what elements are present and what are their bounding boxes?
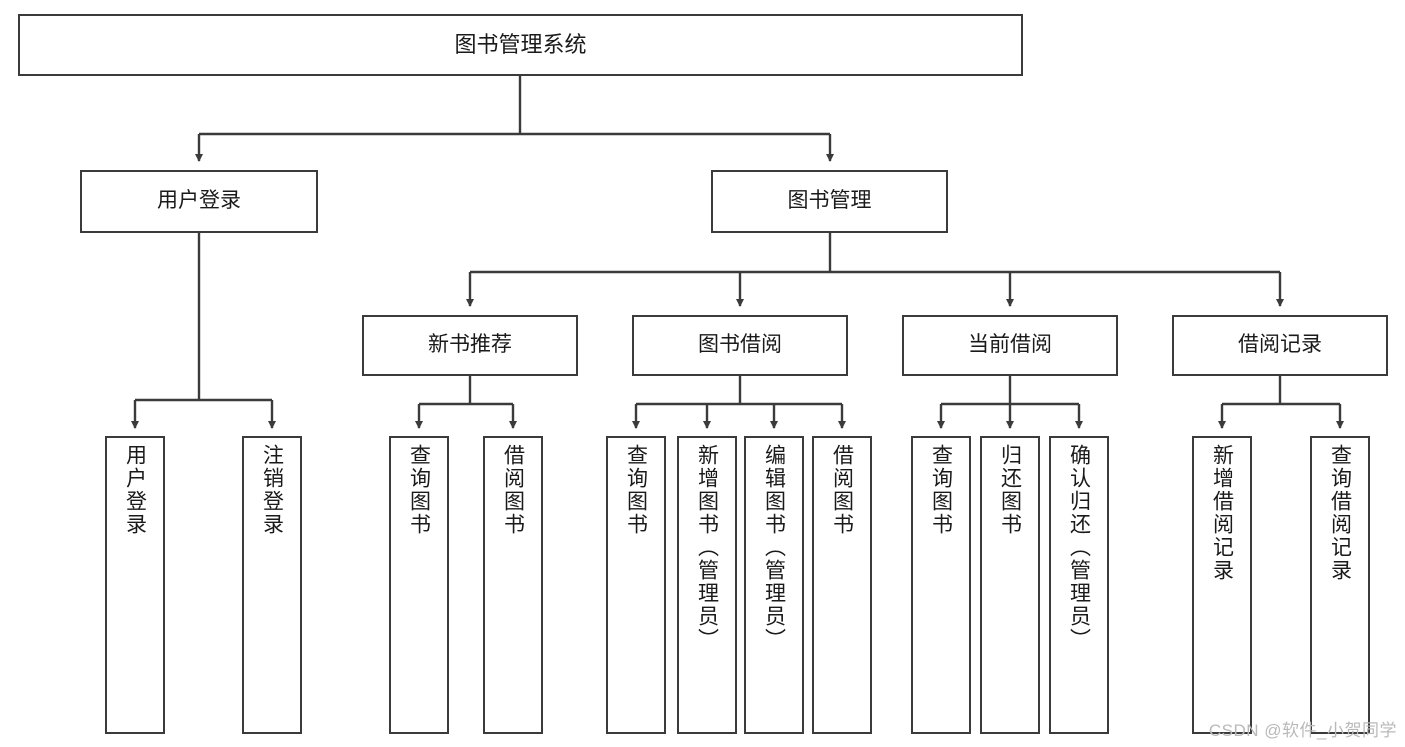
node-category-borrow-records[interactable]: 借阅记录 — [1172, 315, 1388, 376]
node-label: 用户登录 — [123, 444, 147, 536]
node-label: 确认归还（管理员） — [1067, 444, 1091, 651]
node-label: 归还图书 — [998, 444, 1022, 536]
node-branch-book-management[interactable]: 图书管理 — [711, 170, 948, 233]
node-label: 查询借阅记录 — [1328, 444, 1352, 582]
node-label: 借阅图书 — [830, 444, 854, 536]
node-label: 新增借阅记录 — [1210, 444, 1234, 582]
node-leaf-add-borrow-record[interactable]: 新增借阅记录 — [1192, 436, 1252, 734]
node-leaf-query-books-current[interactable]: 查询图书 — [911, 436, 971, 734]
node-leaf-confirm-return-admin[interactable]: 确认归还（管理员） — [1049, 436, 1109, 734]
node-label: 借阅记录 — [1238, 333, 1322, 357]
node-label: 当前借阅 — [968, 333, 1052, 357]
node-leaf-return-books[interactable]: 归还图书 — [980, 436, 1040, 734]
node-category-new-book-recommendation[interactable]: 新书推荐 — [362, 315, 578, 376]
node-branch-user-login[interactable]: 用户登录 — [80, 170, 318, 233]
node-label: 查询图书 — [407, 444, 431, 536]
node-label: 编辑图书（管理员） — [762, 444, 786, 651]
node-leaf-query-borrow-record[interactable]: 查询借阅记录 — [1310, 436, 1370, 734]
node-label: 查询图书 — [929, 444, 953, 536]
node-label: 用户登录 — [157, 189, 241, 213]
node-label: 新书推荐 — [428, 333, 512, 357]
node-root-system[interactable]: 图书管理系统 — [18, 14, 1023, 76]
node-label: 查询图书 — [624, 444, 648, 536]
node-leaf-add-book-admin[interactable]: 新增图书（管理员） — [677, 436, 737, 734]
node-label: 图书管理 — [787, 189, 872, 213]
node-leaf-borrow-books-recommendation[interactable]: 借阅图书 — [483, 436, 543, 734]
node-leaf-query-books-borrowing[interactable]: 查询图书 — [606, 436, 666, 734]
node-label: 图书管理系统 — [454, 32, 587, 58]
node-label: 注销登录 — [260, 444, 284, 536]
node-label: 新增图书（管理员） — [695, 444, 719, 651]
watermark: CSDN @软件_小贺同学 — [1208, 721, 1397, 740]
node-category-current-borrowing[interactable]: 当前借阅 — [902, 315, 1118, 376]
node-leaf-logout[interactable]: 注销登录 — [242, 436, 302, 734]
node-leaf-user-login[interactable]: 用户登录 — [105, 436, 165, 734]
node-category-book-borrowing[interactable]: 图书借阅 — [632, 315, 848, 376]
node-leaf-query-books-recommendation[interactable]: 查询图书 — [389, 436, 449, 734]
node-leaf-borrow-books[interactable]: 借阅图书 — [812, 436, 872, 734]
node-label: 图书借阅 — [698, 333, 782, 357]
node-leaf-edit-book-admin[interactable]: 编辑图书（管理员） — [744, 436, 804, 734]
node-label: 借阅图书 — [501, 444, 525, 536]
